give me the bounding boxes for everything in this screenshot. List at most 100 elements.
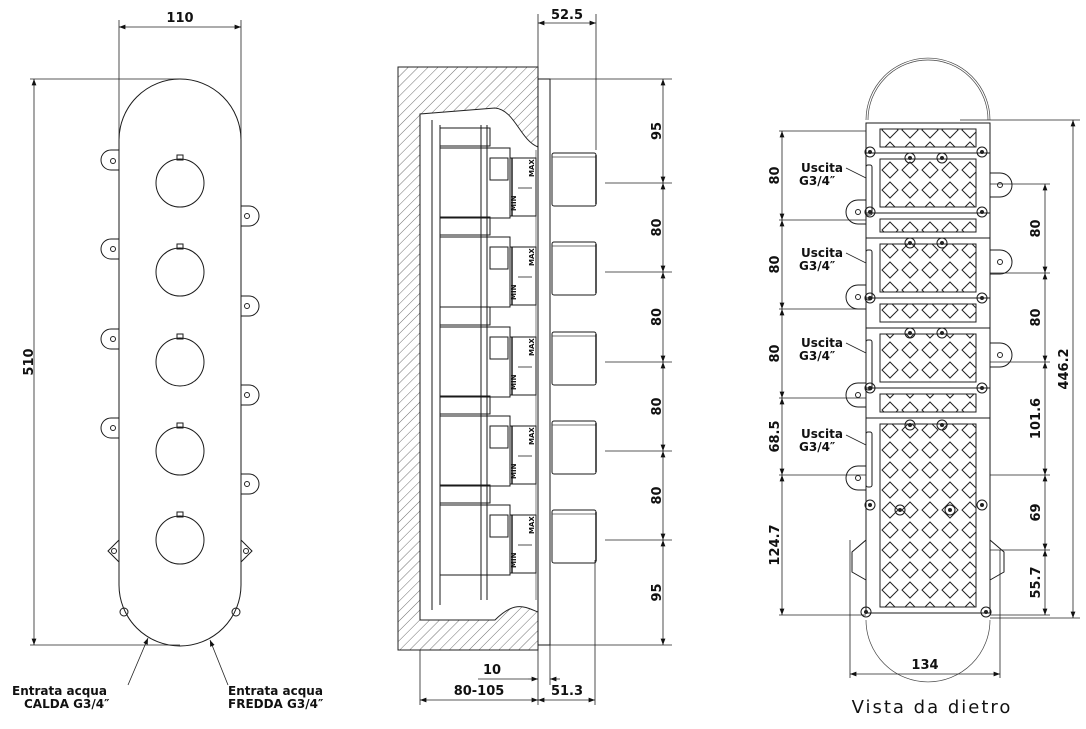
max-label: MAX xyxy=(528,338,536,356)
max-label: MAX xyxy=(528,159,536,177)
dim-text-110: 110 xyxy=(166,11,193,26)
screw-icon xyxy=(936,327,948,339)
screw-icon xyxy=(976,499,988,511)
screw-icon xyxy=(936,152,948,164)
dim-text: 80 xyxy=(768,255,783,273)
mounting-tab xyxy=(851,539,867,581)
knobs-side xyxy=(551,152,597,564)
outlet-label-line1: Uscita xyxy=(801,427,843,441)
min-label: MIN xyxy=(510,463,518,479)
screw-icon xyxy=(904,327,916,339)
cartridge: MIN MAX xyxy=(439,395,537,487)
outlet-label-line1: Uscita xyxy=(801,336,843,350)
screw-icon xyxy=(864,206,876,218)
outlet-label-line2: G3/4″ xyxy=(799,440,836,454)
outlet-slot xyxy=(865,164,873,216)
dim-text: 69 xyxy=(1029,503,1044,521)
mounting-tab xyxy=(845,465,866,491)
screw-icon xyxy=(976,146,988,158)
outlet-slot xyxy=(865,249,873,301)
screw-icon xyxy=(864,292,876,304)
side-knob xyxy=(551,509,597,564)
side-knob xyxy=(551,420,597,475)
rear-view-caption: Vista da dietro xyxy=(852,697,1013,718)
screw-icon xyxy=(904,419,916,431)
dim-text: 80 xyxy=(1029,308,1044,326)
mounting-hole xyxy=(997,352,1003,358)
screw-icon xyxy=(976,382,988,394)
mounting-hole xyxy=(855,475,861,481)
screw-icon xyxy=(936,237,948,249)
dim-text-510: 510 xyxy=(22,348,37,375)
rear-strip xyxy=(865,297,991,329)
mounting-tab xyxy=(845,382,866,408)
mounting-hole xyxy=(855,294,861,300)
mounting-tab xyxy=(845,199,866,225)
front-plate-outline xyxy=(118,78,242,647)
screw-icon xyxy=(864,499,876,511)
cold-inlet-label-line2: FREDDA G3/4″ xyxy=(228,697,324,711)
dim-text: 68.5 xyxy=(768,420,783,452)
screw-icon xyxy=(860,606,872,618)
dim-text-80-105: 80-105 xyxy=(454,684,505,699)
knob-hole xyxy=(155,511,205,565)
screw-icon xyxy=(936,419,948,431)
knob-hole xyxy=(155,333,205,387)
hot-inlet-label-line2: CALDA G3/4″ xyxy=(24,697,110,711)
outlet-label-line2: G3/4″ xyxy=(799,259,836,273)
outlet-slot xyxy=(865,431,873,488)
outlet-label-line1: Uscita xyxy=(801,161,843,175)
dim-text-51-3: 51.3 xyxy=(551,684,583,699)
dim-text-446-2: 446.2 xyxy=(1057,348,1072,389)
screw-icon xyxy=(944,504,956,516)
rear-valve-module xyxy=(865,237,991,299)
rear-strip xyxy=(865,212,991,239)
outlet-label-line2: G3/4″ xyxy=(799,174,836,188)
min-label: MIN xyxy=(510,552,518,568)
dim-text: 80 xyxy=(768,344,783,362)
side-knob xyxy=(551,331,597,386)
screw-icon xyxy=(864,146,876,158)
knob-hole xyxy=(155,422,205,476)
mounting-tabs-left xyxy=(100,149,120,563)
mounting-hole xyxy=(855,392,861,398)
outlet-label-line2: G3/4″ xyxy=(799,349,836,363)
valve-body xyxy=(419,114,488,620)
dim-text: 55.7 xyxy=(1029,566,1044,598)
rear-strip xyxy=(865,387,991,419)
dim-text: 80 xyxy=(768,166,783,184)
max-label: MAX xyxy=(528,427,536,445)
dim-text: 124.7 xyxy=(768,524,783,565)
dimension-bottom-side: 10 80-105 51.3 xyxy=(419,560,596,705)
front-view: 110 510 Entrata acqua CALDA G3/4″ Entrat… xyxy=(12,11,324,711)
outlet-label-line1: Uscita xyxy=(801,246,843,260)
leader-line xyxy=(845,252,867,264)
mounting-tab xyxy=(990,172,1013,198)
dimension-protrusion-52-5: 52.5 xyxy=(537,8,597,150)
cold-inlet-label-line1: Entrata acqua xyxy=(228,684,323,698)
rear-view: UscitaG3/4″UscitaG3/4″UscitaG3/4″UscitaG… xyxy=(768,57,1080,718)
screw-icon xyxy=(904,237,916,249)
side-knob xyxy=(551,152,597,207)
dim-text: 80 xyxy=(650,397,665,415)
dimension-height-510: 510 xyxy=(22,78,180,646)
mounting-hole xyxy=(997,182,1003,188)
min-label: MIN xyxy=(510,374,518,390)
max-label: MAX xyxy=(528,248,536,266)
rear-valve-module xyxy=(865,327,991,389)
leader-line xyxy=(845,167,867,179)
knob-holes xyxy=(155,154,205,565)
knob-hole xyxy=(155,243,205,297)
leader-line xyxy=(845,342,867,354)
rear-valve-module xyxy=(865,152,991,214)
rear-shell-outline xyxy=(865,57,991,683)
dimension-width-134: 134 xyxy=(849,540,1001,678)
